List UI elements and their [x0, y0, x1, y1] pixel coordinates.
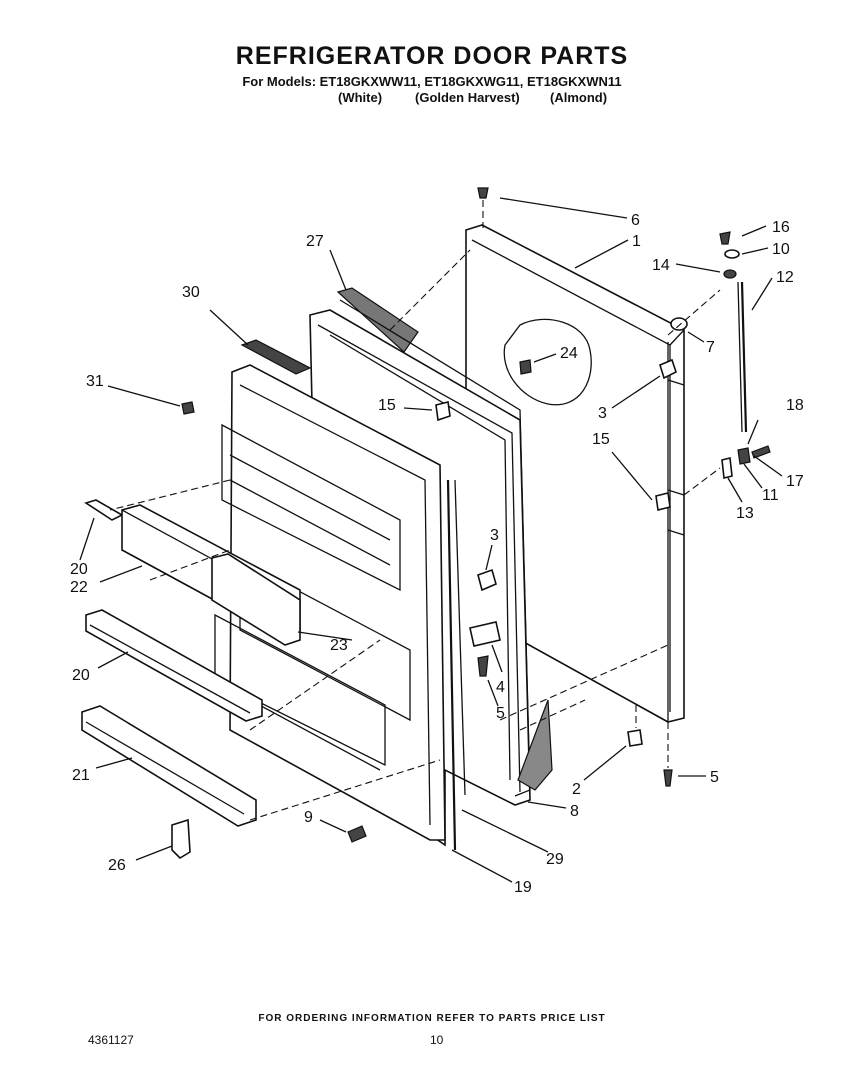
callout-21: 21 [72, 767, 90, 784]
callout-18: 18 [786, 397, 804, 414]
callout-13: 13 [736, 505, 754, 522]
callout-10: 10 [772, 241, 790, 258]
callout-16: 16 [772, 219, 790, 236]
nameplate-area [435, 318, 671, 511]
callout-24: 24 [560, 345, 578, 362]
page-number: 10 [430, 1033, 444, 1047]
shelf-parts [81, 339, 312, 860]
callout-8: 8 [570, 803, 579, 820]
callout-11: 11 [762, 487, 779, 504]
callout-1: 1 [632, 233, 641, 250]
callout-14: 14 [652, 257, 670, 274]
callout-2: 2 [572, 781, 581, 798]
callout-5-right: 5 [710, 769, 719, 786]
leader-lines [79, 197, 783, 883]
callout-4: 4 [496, 679, 505, 696]
callout-9: 9 [304, 809, 313, 826]
callout-19: 19 [514, 879, 532, 896]
callout-29: 29 [546, 851, 564, 868]
color-almond: (Almond) [550, 90, 608, 105]
callout-3-lower: 3 [490, 527, 499, 544]
color-golden-harvest: (Golden Harvest) [415, 90, 520, 105]
callout-15-left: 15 [378, 397, 396, 414]
callout-labels: 6 1 16 10 14 12 7 24 3 15 15 18 17 11 13… [70, 212, 804, 896]
document-number: 4361127 [88, 1033, 134, 1047]
callout-20-upper: 20 [70, 561, 88, 578]
callout-17: 17 [786, 473, 804, 490]
page-title: REFRIGERATOR DOOR PARTS [235, 42, 629, 70]
callout-7: 7 [706, 339, 715, 356]
callout-15-right: 15 [592, 431, 610, 448]
model-list: For Models: ET18GKXWW11, ET18GKXWG11, ET… [242, 74, 622, 89]
callout-26: 26 [108, 857, 126, 874]
hinge-hardware [181, 187, 771, 843]
callout-20-lower: 20 [72, 667, 90, 684]
callout-22: 22 [70, 579, 88, 596]
door-gasket [336, 287, 553, 797]
callout-31: 31 [86, 373, 104, 390]
callout-12: 12 [776, 269, 794, 286]
callout-23: 23 [330, 637, 348, 654]
color-white: (White) [338, 90, 383, 105]
callout-5-left: 5 [496, 705, 505, 722]
assembly-lines [109, 249, 669, 821]
callout-27: 27 [306, 233, 324, 250]
callout-30: 30 [182, 284, 200, 301]
ordering-note: FOR ORDERING INFORMATION REFER TO PARTS … [258, 1013, 606, 1024]
callout-6: 6 [631, 212, 640, 229]
callout-3-upper: 3 [598, 405, 607, 422]
